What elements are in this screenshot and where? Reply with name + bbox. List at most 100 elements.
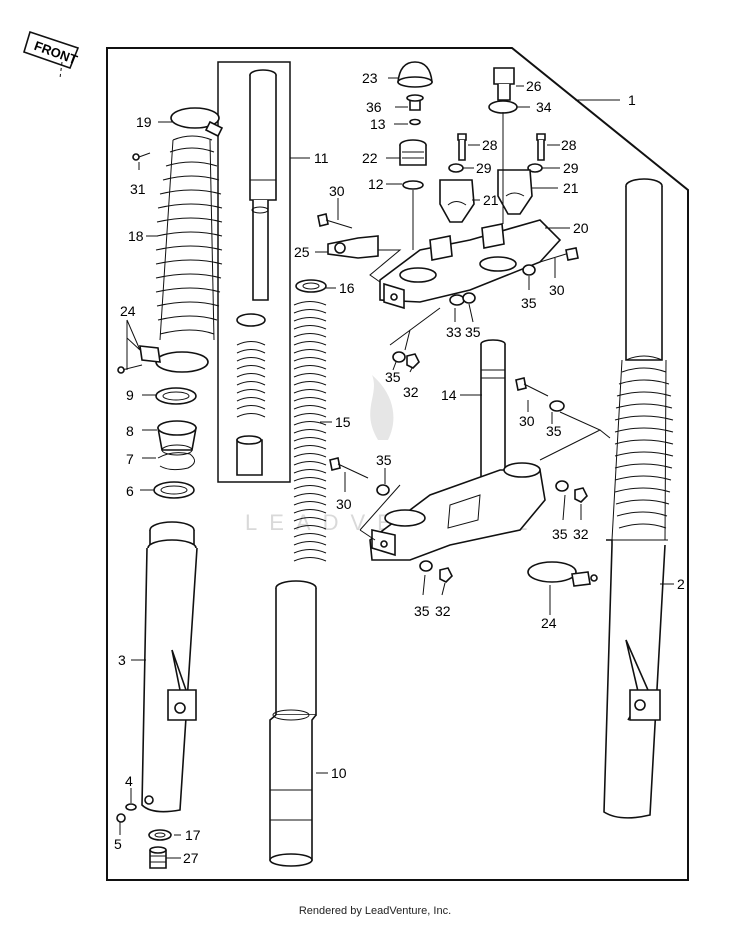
callout-17: 17 [185, 827, 201, 843]
part-19-clamp [170, 107, 224, 138]
part-36-valve [406, 94, 424, 111]
part-32-nut-b [574, 487, 588, 503]
part-16-spring-seat [295, 279, 327, 293]
part-35-washer-e [376, 484, 390, 496]
callout-34: 34 [536, 99, 552, 115]
callout-8: 8 [126, 423, 134, 439]
callout-30b: 30 [549, 282, 565, 298]
callout-33: 33 [446, 324, 462, 340]
part-21-holder-left [439, 179, 475, 223]
part-35-washer-c [392, 351, 406, 363]
part-13-o-ring [409, 118, 421, 126]
part-23-cap [397, 61, 433, 88]
part-4-washer [125, 803, 137, 811]
part-30-bolt-top-right [539, 247, 579, 263]
callout-28a: 28 [482, 137, 498, 153]
part-3-outer-tube [141, 521, 198, 813]
callout-36: 36 [366, 99, 382, 115]
callout-3: 3 [118, 652, 126, 668]
part-11-frame [217, 61, 291, 483]
callout-24a: 24 [120, 303, 136, 319]
part-20-upper-bracket [379, 219, 562, 310]
part-2-right-fork [603, 178, 674, 819]
callout-35a: 35 [465, 324, 481, 340]
part-33-washer [449, 294, 465, 306]
part-30-bolt-top-left [317, 213, 353, 229]
part-10-inner-tube [269, 580, 317, 867]
part-9-seal [155, 387, 197, 405]
front-arrow-badge: FRONT [23, 30, 79, 79]
part-8-oil-seal [157, 420, 197, 456]
part-29-washer-left [448, 163, 464, 173]
part-14-lower-bracket [369, 462, 546, 561]
callout-35c: 35 [385, 369, 401, 385]
callout-11: 11 [314, 150, 329, 166]
callout-21b: 21 [483, 192, 499, 208]
part-32-nut-c [439, 567, 453, 583]
watermark-flame-icon [370, 375, 394, 440]
part-27-drain-bolt [149, 846, 167, 869]
callout-35e: 35 [376, 452, 392, 468]
callout-30a: 30 [329, 183, 345, 199]
part-24-clamp-left [117, 345, 209, 374]
callout-labels: 1 2 3 4 5 6 7 8 9 10 11 12 13 14 15 16 1… [114, 70, 685, 866]
part-25-cable-guide [327, 235, 379, 259]
callout-20: 20 [573, 220, 589, 236]
callout-2: 2 [677, 576, 685, 592]
callout-35b: 35 [521, 295, 537, 311]
part-30-bolt-mid-right [515, 377, 549, 397]
callout-31: 31 [130, 181, 146, 197]
callout-27: 27 [183, 850, 199, 866]
part-31-screw [132, 152, 151, 161]
callout-21a: 21 [563, 180, 579, 196]
part-24-clamp-right [527, 561, 598, 587]
part-35-washer-f [555, 480, 569, 492]
callout-7: 7 [126, 451, 134, 467]
callout-32c: 32 [435, 603, 451, 619]
callout-13: 13 [370, 116, 386, 132]
part-30-bolt-mid-left [329, 457, 369, 479]
part-35-washer-d [549, 400, 565, 412]
callout-30c: 30 [519, 413, 535, 429]
part-22-fork-cap-bolt [399, 139, 427, 166]
callout-23: 23 [362, 70, 378, 86]
callout-24b: 24 [541, 615, 557, 631]
part-35-washer-g [419, 560, 433, 572]
part-34-washer [488, 100, 518, 114]
callout-10: 10 [331, 765, 347, 781]
callout-25: 25 [294, 244, 310, 260]
callout-35f: 35 [552, 526, 568, 542]
callout-22: 22 [362, 150, 378, 166]
part-7-snap-ring [157, 452, 195, 471]
callout-14: 14 [441, 387, 457, 403]
callout-15: 15 [335, 414, 351, 430]
part-12-o-ring [402, 180, 424, 190]
part-21-holder-right [497, 169, 533, 215]
part-17-washer [148, 829, 172, 841]
part-15-fork-spring [293, 301, 327, 562]
part-28-bolt-right [536, 133, 546, 161]
diagram-frame [106, 47, 689, 881]
footer-credit: Rendered by LeadVenture, Inc. [298, 905, 452, 917]
callout-29b: 29 [563, 160, 579, 176]
callout-19: 19 [136, 114, 152, 130]
callout-32a: 32 [403, 384, 419, 400]
callout-35d: 35 [546, 423, 562, 439]
callout-28b: 28 [561, 137, 577, 153]
part-35-washer-a [462, 292, 476, 304]
part-35-washer-b [522, 264, 536, 276]
callout-18: 18 [128, 228, 144, 244]
callout-4: 4 [125, 773, 133, 789]
callout-16: 16 [339, 280, 355, 296]
part-26-stem-bolt [493, 67, 515, 101]
leader-lines [119, 77, 674, 859]
callout-32b: 32 [573, 526, 589, 542]
part-11-spring [236, 313, 266, 476]
part-11-damper-rod [249, 69, 277, 301]
callout-9: 9 [126, 387, 134, 403]
callout-5: 5 [114, 836, 122, 852]
part-28-bolt-left [457, 133, 467, 161]
callout-12: 12 [368, 176, 384, 192]
callout-30d: 30 [336, 496, 352, 512]
